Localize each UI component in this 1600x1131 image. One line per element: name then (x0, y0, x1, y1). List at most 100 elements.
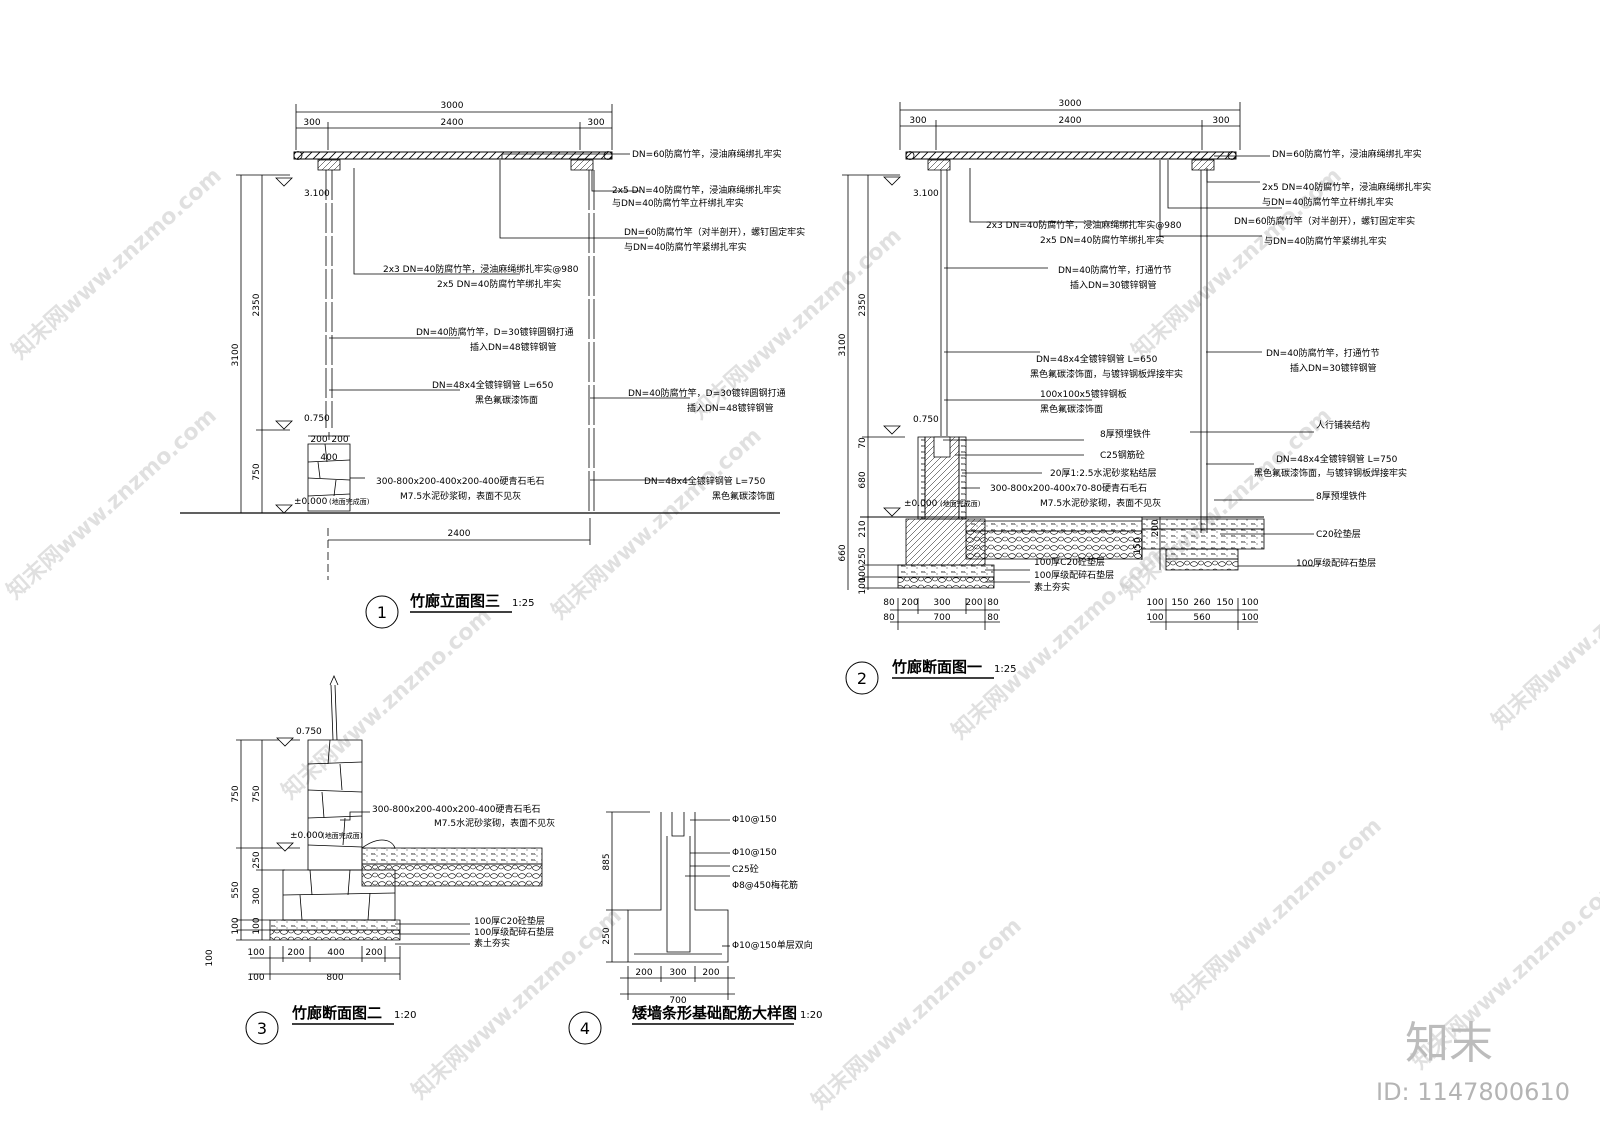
dim-total: 3000 (441, 101, 464, 111)
note: 300-800x200-400x70-80硬青石毛石 (990, 482, 1147, 494)
dim-right: 300 (587, 118, 604, 128)
dim-right: 300 (1212, 116, 1229, 126)
dim-660: 660 (838, 544, 848, 561)
detail-2-section (842, 102, 1314, 630)
note: Φ8@450梅花筋 (732, 879, 798, 891)
dim-b1: 80 (883, 598, 895, 608)
dim-mid: 2400 (1059, 116, 1082, 126)
note: 人行铺装结构 (1316, 419, 1370, 431)
note: 黑色氟碳漆饰面 (1040, 403, 1103, 415)
note: DN=40防腐竹竿，打通竹节 (1058, 264, 1172, 276)
note: 300-800x200-400x200-400硬青石毛石 (372, 803, 540, 815)
dim-250: 250 (252, 851, 262, 868)
dim-885: 885 (602, 853, 612, 870)
note: 2x3 DN=40防腐竹竿，浸油麻绳绑扎牢实@980 (383, 263, 579, 275)
note: Φ10@150单层双向 (732, 939, 813, 951)
note: DN=48x4全镀锌钢管 L=650 (1036, 353, 1158, 365)
note: 与DN=40防腐竹竿立杆绑扎牢实 (1262, 196, 1394, 208)
dim-b-total: 700 (933, 613, 950, 623)
detail-2-labels: 3000 300 2400 300 3.100 0.750 ±0.000 (地面… (838, 99, 1431, 694)
dim-750a: 750 (231, 785, 241, 802)
dim-c2: 150 (1171, 598, 1188, 608)
brand-logo: 知末 (1405, 1018, 1493, 1069)
level-ground-note: (地面完成面) (322, 831, 363, 840)
detail-1-elevation (180, 104, 780, 580)
detail-3-labels: 0.750 ±0.000 (地面完成面) 750 750 550 250 300… (205, 727, 555, 1044)
note: 100厚C20砼垫层 (474, 915, 545, 927)
dim-height-total: 3100 (231, 343, 241, 366)
note: 黑色氟碳漆饰面，与镀锌钢板焊接牢实 (1030, 368, 1183, 380)
note: DN=48x4全镀锌钢管 L=750 (1276, 453, 1398, 465)
level-ground: ±0.000 (290, 831, 324, 841)
dim-w800: 800 (326, 973, 343, 983)
dim-b2: 200 (901, 598, 918, 608)
detail-number-circle (569, 1012, 601, 1044)
note: M7.5水泥砂浆砌，表面不见灰 (434, 817, 555, 829)
dim-height-upper: 2350 (858, 293, 868, 316)
level-top: 0.750 (296, 727, 322, 737)
dim-100c: 100 (205, 949, 215, 966)
level-mid: 0.750 (304, 414, 330, 424)
detail-number: 2 (857, 669, 867, 688)
dim-c3: 260 (1193, 598, 1210, 608)
note: 300-800x200-400x200-400硬青石毛石 (376, 475, 544, 487)
note: C25砼 (732, 863, 759, 875)
detail-title: 竹廊断面图二 (291, 1004, 382, 1022)
detail-scale: 1:20 (800, 1010, 822, 1021)
dim-total: 3000 (1059, 99, 1082, 109)
level-top: 3.100 (913, 189, 939, 199)
dim-base-w2: 200 (331, 435, 348, 445)
level-ground-note: (地面完成面) (940, 499, 981, 508)
dim-b5-repeat: 80 (987, 613, 999, 623)
dim-550: 550 (231, 881, 241, 898)
detail-number-circle (246, 1012, 278, 1044)
dim-span: 2400 (448, 529, 471, 539)
detail-title: 竹廊断面图一 (891, 658, 982, 676)
detail-4-rebar (606, 812, 735, 1000)
note: 2x5 DN=40防腐竹竿，浸油麻绳绑扎牢实 (612, 184, 781, 196)
brand-id: ID: 1147800610 (1376, 1078, 1570, 1106)
dim-c5: 100 (1241, 598, 1258, 608)
note: 2x5 DN=40防腐竹竿绑扎牢实 (1040, 234, 1164, 246)
level-ground-note: (地面完成面) (329, 497, 370, 506)
detail-title: 矮墙条形基础配筋大样图 (632, 1004, 797, 1022)
dim-100b: 100 (252, 917, 262, 934)
dim-w200b: 200 (702, 968, 719, 978)
dim-250: 250 (858, 547, 868, 564)
detail-title: 竹廊立面图三 (409, 592, 500, 610)
dim-70: 70 (858, 437, 868, 449)
note: 100厚级配碎石垫层 (474, 926, 554, 938)
dim-base-w1: 200 (310, 435, 327, 445)
dim-300: 300 (252, 887, 262, 904)
dim-c5-repeat: 100 (1241, 613, 1258, 623)
note: DN=40防腐竹竿，打通竹节 (1266, 347, 1380, 359)
note: 与DN=40防腐竹竿紧绑扎牢实 (1264, 235, 1387, 247)
note: C20砼垫层 (1316, 528, 1361, 540)
note: 8厚预埋铁件 (1100, 428, 1151, 440)
note: 与DN=40防腐竹竿立杆绑扎牢实 (612, 197, 744, 209)
dim-w400: 400 (327, 948, 344, 958)
dim-w200a: 200 (287, 948, 304, 958)
note: 插入DN=48镀锌钢管 (687, 402, 774, 414)
dim-680: 680 (858, 471, 868, 488)
note: 黑色氟碳漆饰面 (712, 490, 775, 502)
level-ground: ±0.000 (904, 499, 938, 509)
detail-3-section (236, 676, 542, 980)
dim-left: 300 (303, 118, 320, 128)
watermark: 知末网www.znzmo.com (1167, 813, 1387, 1015)
dim-mid: 2400 (441, 118, 464, 128)
note: DN=48x4全镀锌钢管 L=750 (644, 475, 766, 487)
dim-w100a: 100 (247, 948, 264, 958)
note: 插入DN=48镀锌钢管 (470, 341, 557, 353)
note: DN=48x4全镀锌钢管 L=650 (432, 379, 554, 391)
branding: 知末 ID: 1147800610 (1376, 1018, 1570, 1106)
note: 2x3 DN=40防腐竹竿，浸油麻绳绑扎牢实@980 (986, 219, 1182, 231)
note: 2x5 DN=40防腐竹竿绑扎牢实 (437, 278, 561, 290)
dim-b5: 80 (987, 598, 999, 608)
note: 素土夯实 (474, 937, 510, 949)
note: 8厚预埋铁件 (1316, 490, 1367, 502)
dim-height-upper: 2350 (252, 293, 262, 316)
note: 插入DN=30镀锌钢管 (1070, 279, 1157, 291)
dim-c1-repeat: 100 (1146, 613, 1163, 623)
